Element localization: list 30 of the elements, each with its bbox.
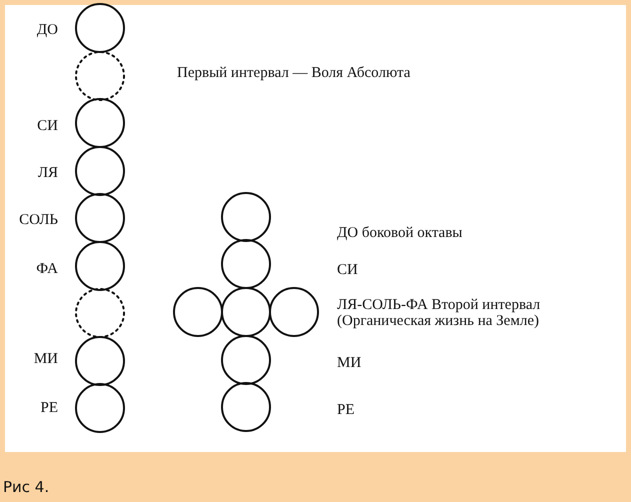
note-label: ЛЯ <box>38 165 58 181</box>
note-label: РЕ <box>337 402 356 418</box>
note-label: ДО боковой октавы <box>337 225 464 241</box>
dotted-circle <box>75 50 125 100</box>
note-circle <box>75 146 125 196</box>
note-label: ДО <box>36 22 58 38</box>
note-circle <box>75 240 125 290</box>
note-label: МИ <box>337 355 362 371</box>
note-circle <box>75 3 125 53</box>
note-circle <box>221 192 271 242</box>
note-circle <box>75 193 125 243</box>
note-circle <box>269 287 319 337</box>
note-label: РЕ <box>40 400 58 416</box>
note-label: СОЛЬ <box>19 212 58 228</box>
note-circle <box>221 382 271 432</box>
note-circle <box>173 287 223 337</box>
note-circle <box>75 336 125 386</box>
note-label: СИ <box>37 118 58 134</box>
figure-caption: Рис 4. <box>3 478 50 496</box>
note-circle <box>75 98 125 148</box>
note-circle <box>221 287 271 337</box>
note-label: ФА <box>36 261 58 277</box>
note-circle <box>221 239 271 289</box>
note-label: ЛЯ-СОЛЬ-ФА Второй интервал (Органическая жизнь на Земле) <box>337 297 542 329</box>
dotted-circle <box>75 288 125 338</box>
note-label: СИ <box>337 262 359 278</box>
note-circle <box>75 383 125 433</box>
note-label: МИ <box>34 351 58 367</box>
note-label: Первый интервал — Воля Абсолюта <box>177 65 410 81</box>
note-circle <box>221 335 271 385</box>
